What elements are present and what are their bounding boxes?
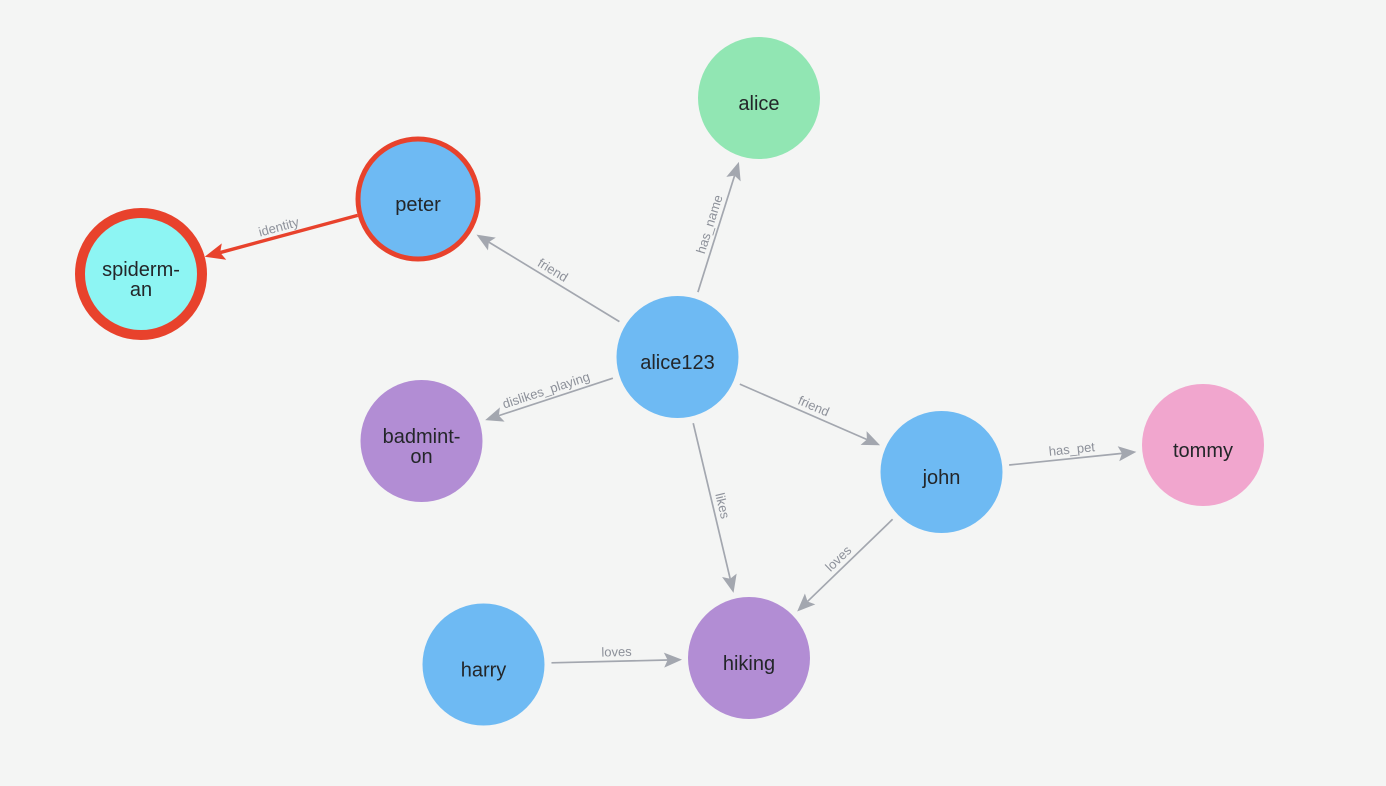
edge-has_name-line[interactable]: [697, 175, 736, 293]
edge-loves-harry-arrowhead-icon: [663, 652, 683, 668]
node-spiderman[interactable]: spiderm-an: [75, 208, 207, 340]
edge-friend-peter-arrowhead-icon: [476, 234, 496, 251]
node-badminton[interactable]: badmint-on: [360, 380, 483, 502]
node-alice[interactable]: alice: [698, 37, 820, 159]
edge-identity-arrowhead-icon: [204, 243, 227, 260]
node-john-circle[interactable]: [880, 411, 1003, 533]
node-harry[interactable]: harry: [422, 603, 545, 726]
edge-has_pet[interactable]: has_pet: [1009, 439, 1137, 466]
node-badminton-circle[interactable]: [360, 380, 483, 502]
edge-friend-peter-line[interactable]: [488, 241, 620, 323]
edge-dislikes_playing-line[interactable]: [498, 377, 614, 417]
edge-has_name-label[interactable]: has_name: [693, 193, 726, 255]
node-peter[interactable]: peter: [355, 136, 481, 262]
edge-likes-label[interactable]: likes: [712, 491, 733, 520]
node-hiking[interactable]: hiking: [688, 597, 810, 719]
edge-loves-harry[interactable]: loves: [551, 644, 683, 668]
node-peter-circle[interactable]: [355, 136, 481, 262]
edge-likes-arrowhead-icon: [722, 573, 737, 593]
edge-friend-peter[interactable]: friend: [473, 228, 620, 323]
edge-likes[interactable]: likes: [692, 422, 741, 594]
node-hiking-circle[interactable]: [688, 597, 810, 719]
edge-friend-john-arrowhead-icon: [860, 431, 881, 446]
edge-has_name[interactable]: has_name: [693, 160, 746, 293]
edge-friend-john[interactable]: friend: [739, 383, 883, 452]
edge-loves-john-arrowhead-icon: [797, 593, 816, 612]
edge-dislikes_playing[interactable]: dislikes_playing: [483, 369, 614, 427]
edge-has_name-arrowhead-icon: [726, 161, 741, 182]
edge-loves-john-line[interactable]: [806, 518, 894, 603]
edge-has_pet-line[interactable]: [1009, 452, 1123, 466]
node-spiderman-circle[interactable]: [75, 208, 207, 340]
edge-loves-harry-line[interactable]: [551, 659, 668, 664]
edge-loves-john[interactable]: loves: [792, 518, 894, 617]
node-alice123[interactable]: alice123: [616, 296, 739, 418]
edge-likes-line[interactable]: [692, 422, 732, 580]
edge-has_pet-label[interactable]: has_pet: [1048, 439, 1096, 459]
node-tommy-circle[interactable]: [1142, 384, 1264, 506]
edge-has_pet-arrowhead-icon: [1117, 446, 1137, 462]
node-harry-circle[interactable]: [422, 603, 545, 726]
node-tommy[interactable]: tommy: [1142, 384, 1264, 506]
edge-loves-harry-label[interactable]: loves: [601, 644, 632, 660]
edge-loves-john-label[interactable]: loves: [822, 542, 855, 574]
node-john[interactable]: john: [880, 411, 1003, 533]
edge-friend-john-label[interactable]: friend: [796, 393, 832, 420]
node-layer: alice peter spiderm-an alice123 badmint-on jo…: [75, 37, 1264, 726]
edge-identity-line[interactable]: [219, 213, 359, 255]
node-alice123-circle[interactable]: [616, 296, 739, 418]
edge-friend-john-line[interactable]: [739, 383, 868, 441]
node-alice-circle[interactable]: [698, 37, 820, 159]
edge-identity[interactable]: identity: [202, 213, 359, 265]
edge-dislikes_playing-arrowhead-icon: [485, 407, 505, 422]
